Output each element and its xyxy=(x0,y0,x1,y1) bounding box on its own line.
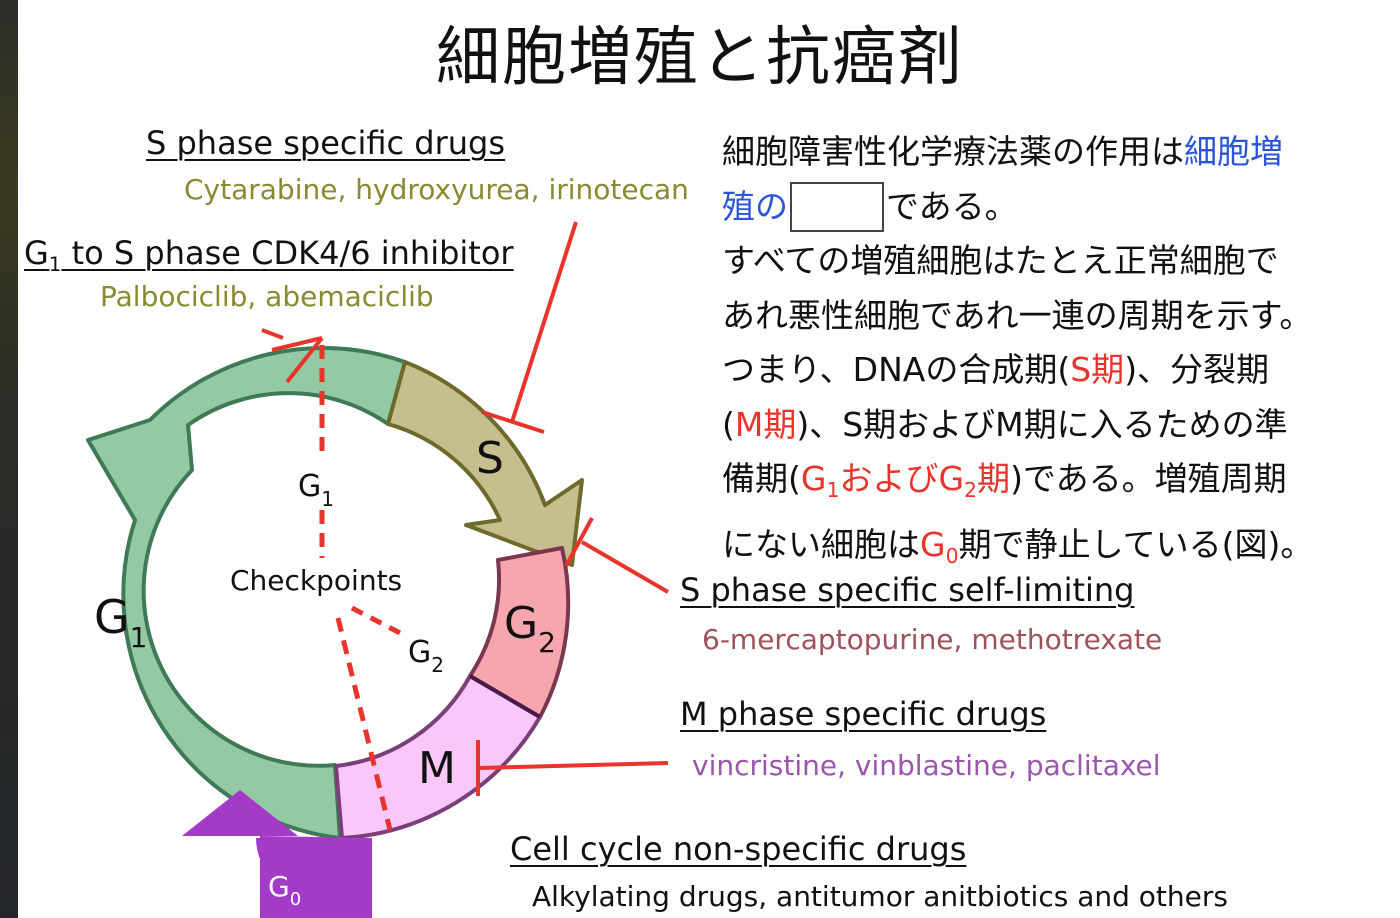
page-title: 細胞増殖と抗癌剤 xyxy=(436,21,964,95)
g1-small-label: G1 xyxy=(298,469,334,511)
inhibitor-g1s xyxy=(271,336,323,352)
checkpoint-m-line xyxy=(335,617,393,831)
s-phase-self-limiting-heading: S phase specific self-limiting xyxy=(680,571,1135,609)
inhibitor-m-phase xyxy=(479,761,669,770)
g1-s-cdk-heading: G1 to S phase CDK4/6 inhibitor xyxy=(24,234,514,276)
checkpoint-g2-line xyxy=(350,605,404,637)
g1-s-cdk-drugs: Palbociclib, abemaciclib xyxy=(100,280,434,313)
explanation-paragraph: 細胞障害性化学療法薬の作用は細胞増 殖のである。 すべての増殖細胞はたとえ正常細… xyxy=(722,132,1314,568)
m-label: M xyxy=(418,743,456,794)
checkpoints-label: Checkpoints xyxy=(230,564,402,597)
m-phase-specific-heading: M phase specific drugs xyxy=(680,695,1047,733)
s-label: S xyxy=(476,433,504,484)
g0-arrow-head xyxy=(182,790,298,836)
non-specific-heading: Cell cycle non-specific drugs xyxy=(510,830,967,868)
s-phase-specific-drugs: Cytarabine, hydroxyurea, irinotecan xyxy=(184,173,689,206)
g2-big-label: G2 xyxy=(504,598,556,659)
s-phase-self-limiting-drugs: 6-mercaptopurine, methotrexate xyxy=(702,623,1163,656)
m-phase-specific-drugs: vincristine, vinblastine, paclitaxel xyxy=(692,749,1161,782)
s-phase-arc xyxy=(386,360,584,567)
inhibitor-s-phase xyxy=(510,221,578,423)
g1-big-label: G1 xyxy=(94,590,147,654)
left-window-edge xyxy=(0,0,18,918)
non-specific-drugs: Alkylating drugs, antitumor anitbiotics … xyxy=(532,880,1228,913)
inhibitor-s-self xyxy=(580,540,670,594)
g0-label: G0 xyxy=(268,870,301,910)
answer-blank xyxy=(790,181,884,232)
s-phase-specific-heading: S phase specific drugs xyxy=(146,124,506,162)
g2-small-label: G2 xyxy=(408,635,444,677)
